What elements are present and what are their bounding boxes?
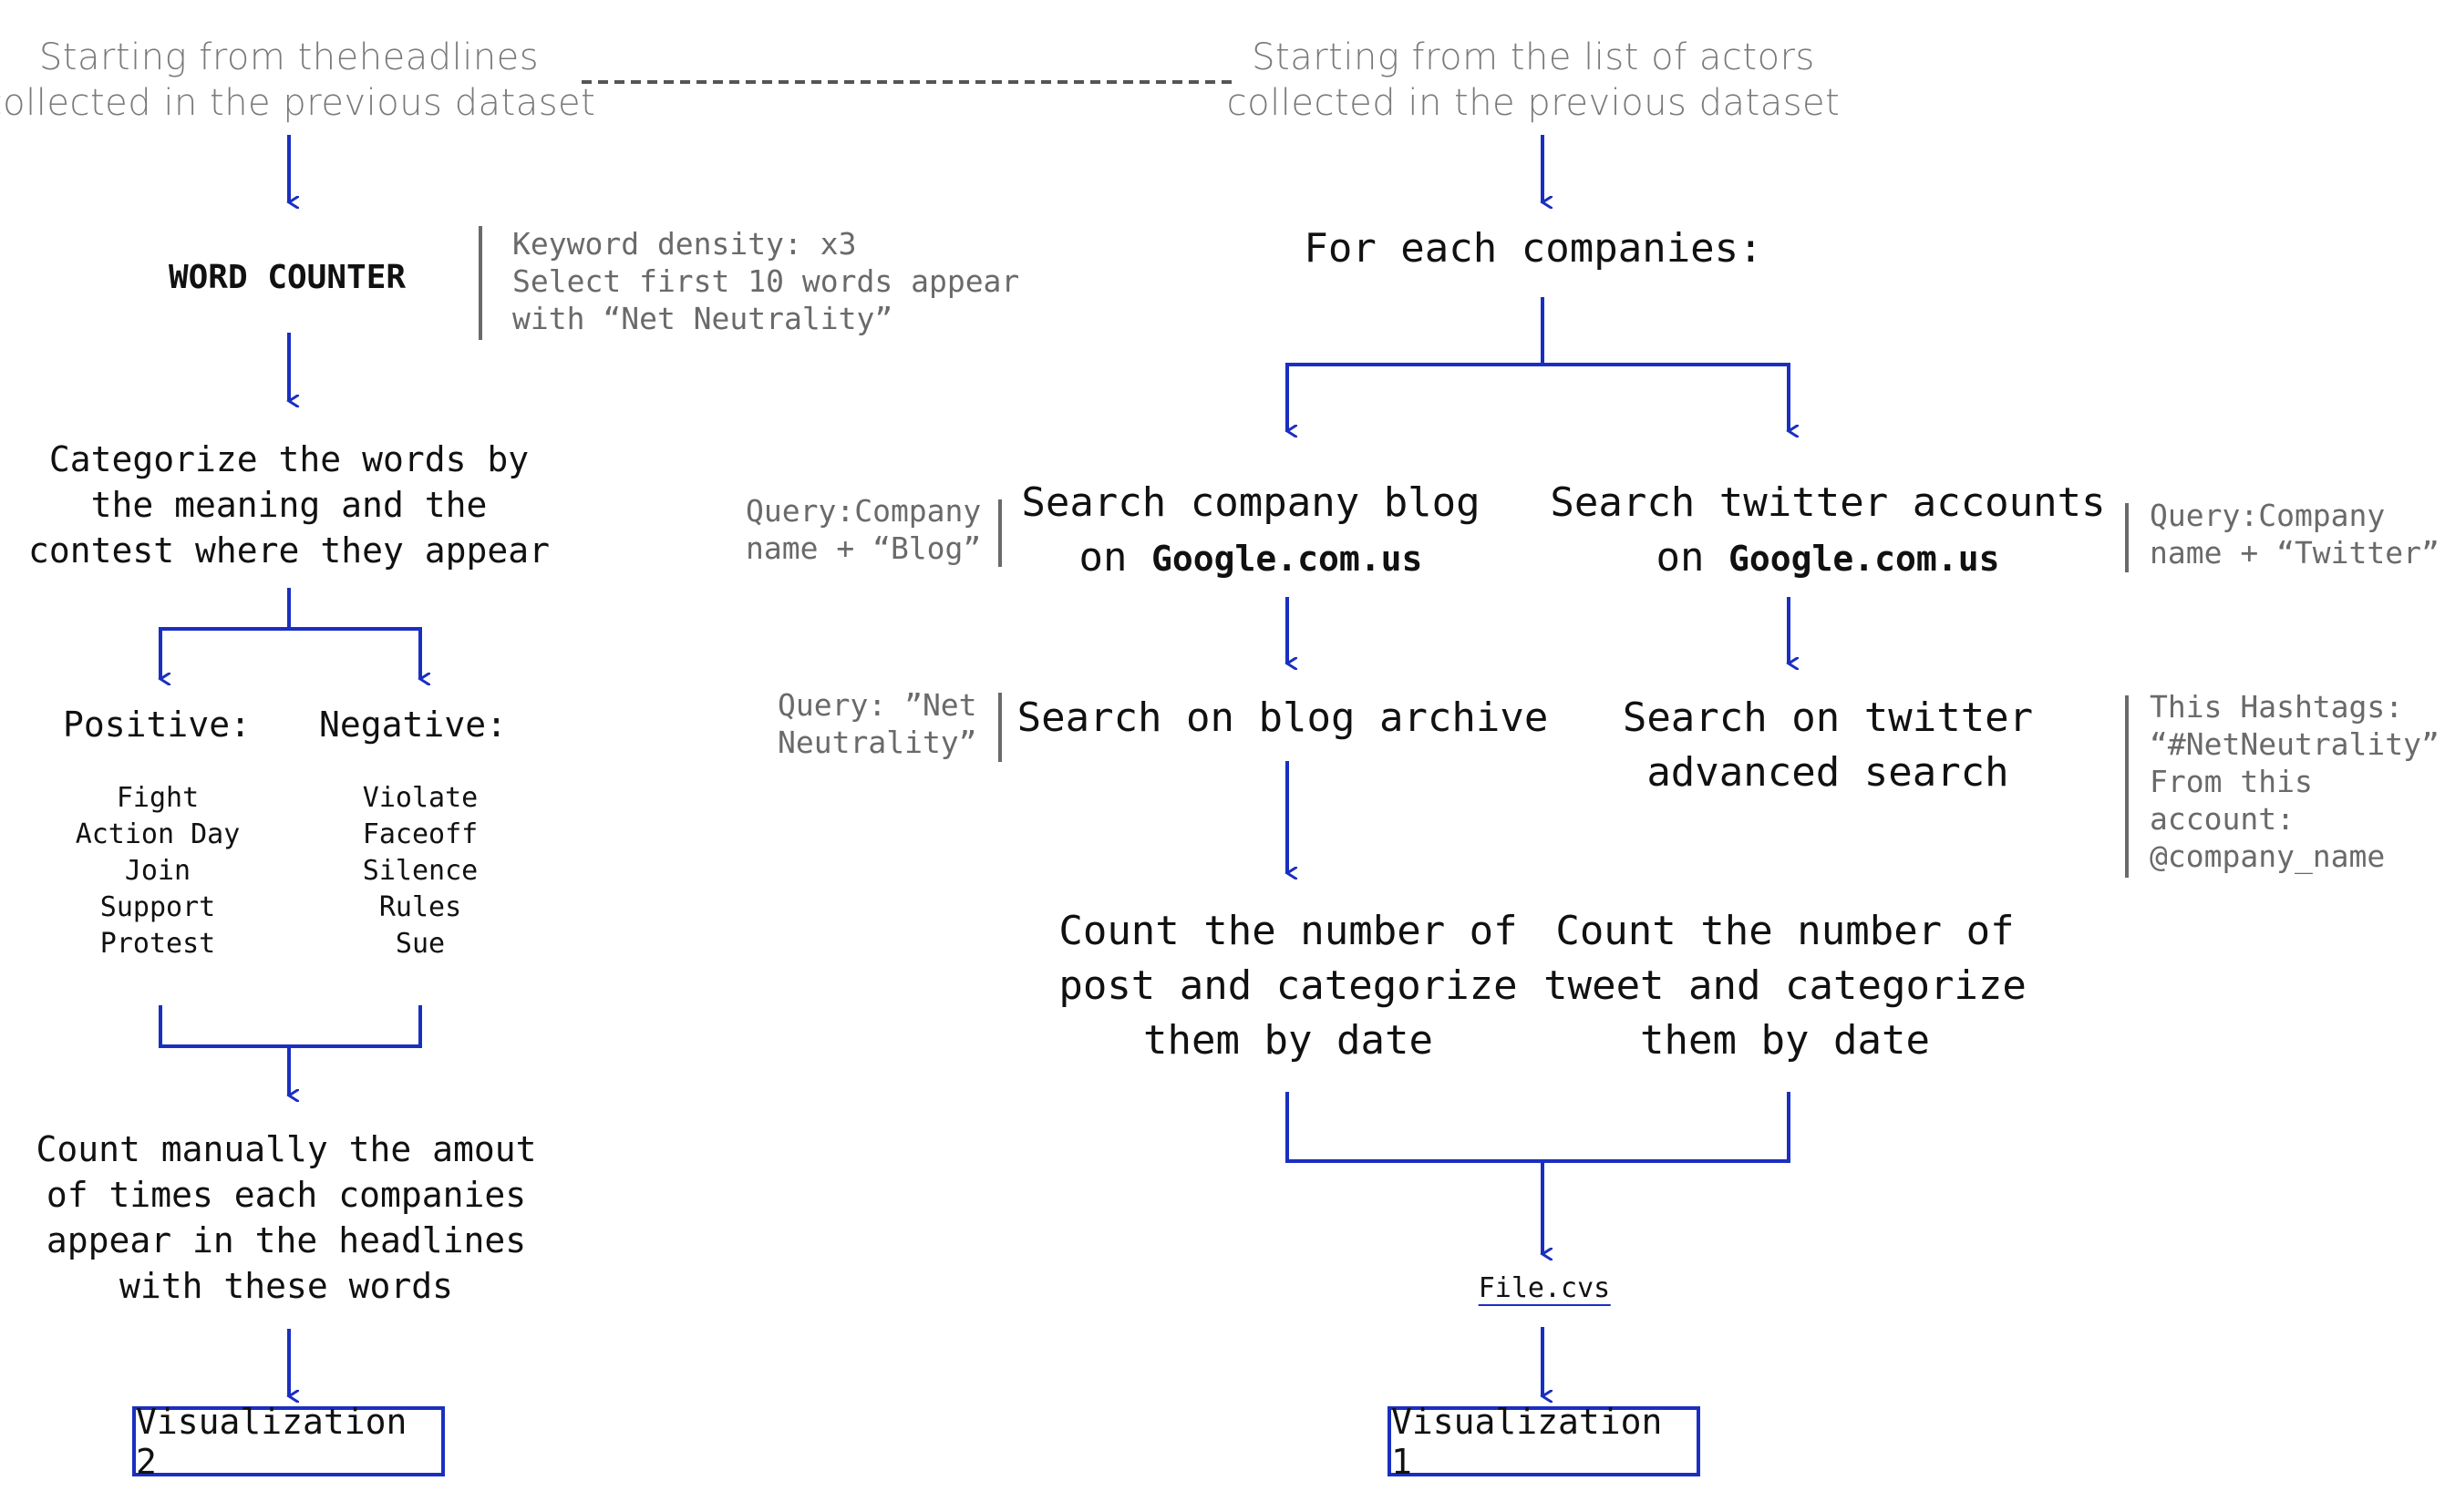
note-line: @company_name [2150,838,2386,874]
advanced-search-line: advanced search [1646,749,2009,796]
categorize-line: the meaning and the [90,485,488,525]
note-line: Query: ”Net [778,687,977,723]
count-manually-line: Count manually the amout [36,1129,537,1169]
visualization-2-box: Visualization 2 [132,1402,445,1482]
categorize-line: contest where they appear [28,530,550,571]
for-each-companies-node: For each companies: [1304,225,1763,272]
positive-word: Join [124,855,191,887]
on-prefix: on [1078,534,1152,581]
count-posts-line: Count the number of [1058,908,1518,954]
positive-word: Action Day [75,818,241,850]
search-twitter-accounts-node: Search twitter accounts on Google.com.us [1550,476,2105,586]
categorize-node: Categorize the words by the meaning and … [28,437,550,573]
note-line: Neutrality” [778,725,977,760]
right-start-line: collected in the previous dataset [1226,82,1841,124]
count-manually-line: of times each companies [46,1175,527,1215]
count-tweets-node: Count the number of tweet and categorize… [1543,904,2027,1068]
search-twitter-title: Search twitter accounts [1550,479,2106,526]
advanced-search-line: Search on twitter [1622,694,2034,741]
archive-query-note: Query: ”Net Neutrality” [778,686,977,761]
note-line: Select first 10 words appear [512,263,1020,299]
negative-word: Silence [362,855,479,887]
left-start-line: collected in the previous dataset [0,82,596,124]
negative-word: Faceoff [362,818,479,850]
search-blog-archive-node: Search on blog archive [1016,694,1549,741]
positive-label: Positive: [63,705,251,745]
visualization-1-box: Visualization 1 [1388,1402,1700,1482]
note-line: Keyword density: x3 [512,226,857,262]
word-counter-node: WORD COUNTER [168,259,407,296]
note-line: From this [2150,764,2313,799]
word-counter-note: Keyword density: x3 Select first 10 word… [512,225,1019,337]
categorize-line: Categorize the words by [48,439,530,479]
count-posts-line: them by date [1143,1017,1433,1064]
blog-query-note: Query:Company name + “Blog” [746,492,981,567]
negative-word-list: Violate Faceoff Silence Rules Sue [363,780,478,962]
search-blog-title: Search company blog [1021,479,1480,526]
file-csv-label: File.cvs [1478,1272,1611,1306]
note-line: name + “Twitter” [2150,535,2440,571]
on-prefix: on [1656,534,1729,581]
search-blog-site-line: on Google.com.us [1021,530,1480,586]
google-site-label: Google.com.us [1728,539,2000,579]
positive-word: Fight [116,782,200,814]
twitter-query-note: Query:Company name + “Twitter” [2150,497,2440,571]
note-line: account: [2150,801,2295,837]
twitter-advanced-search-node: Search on twitter advanced search [1623,691,2033,800]
right-start-line: Starting from the list of actors [1252,36,1815,78]
positive-word: Protest [99,928,216,960]
advanced-search-note: This Hashtags: “#NetNeutrality” From thi… [2150,688,2440,875]
positive-word-list: Fight Action Day Join Support Protest [76,780,241,962]
split-connector-categorize [159,588,422,676]
count-manually-node: Count manually the amout of times each c… [36,1126,536,1309]
negative-word: Violate [362,782,479,814]
search-twitter-site-line: on Google.com.us [1550,530,2105,586]
note-line: with “Net Neutrality” [512,301,893,336]
count-tweets-line: Count the number of [1555,908,2015,954]
search-company-blog-node: Search company blog on Google.com.us [1021,476,1480,586]
count-manually-line: appear in the headlines [46,1220,527,1260]
left-start-node: Starting from theheadlines collected in … [0,35,595,126]
negative-label: Negative: [319,705,507,745]
count-manually-line: with these words [119,1266,454,1306]
count-posts-node: Count the number of post and categorize … [1058,904,1517,1068]
positive-word: Support [99,891,216,923]
note-line: name + “Blog” [746,530,982,566]
note-line: This Hashtags: [2150,689,2404,725]
note-line: “#NetNeutrality” [2150,726,2440,762]
negative-word: Sue [395,928,446,960]
count-tweets-line: them by date [1640,1017,1930,1064]
file-node: File.cvs [1478,1272,1611,1306]
left-start-line: Starting from theheadlines [38,36,540,78]
note-line: Query:Company [2150,498,2386,533]
merge-connector-counts [1285,1092,1790,1250]
split-connector-companies [1285,297,1790,428]
count-tweets-line: tweet and categorize [1543,962,2027,1009]
negative-word: Rules [378,891,462,923]
google-site-label: Google.com.us [1151,539,1423,579]
note-line: Query:Company [746,493,982,529]
count-posts-line: post and categorize [1058,962,1518,1009]
right-start-node: Starting from the list of actors collect… [1227,35,1841,126]
